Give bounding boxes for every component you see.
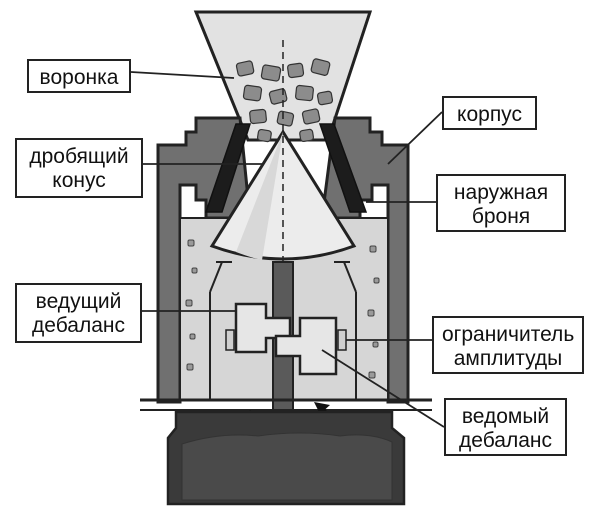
chamber-particles	[185, 239, 380, 379]
label-amplitude-limiter: ограничитель амплитуды	[432, 316, 584, 374]
limiter-pad-left	[225, 329, 235, 351]
leader-lines	[130, 71, 445, 428]
cone-shading	[236, 132, 283, 260]
limiter-pad-right	[337, 329, 347, 351]
crushed-pile	[181, 432, 393, 501]
label-drive-unbalance: ведущий дебаланс	[15, 283, 142, 343]
funnel-rocks	[235, 58, 334, 143]
label-housing: корпус	[442, 96, 537, 130]
driven-unbalance-shape	[274, 316, 338, 376]
outer-armor-left	[204, 123, 252, 213]
label-crushing-cone: дробящий конус	[15, 138, 143, 198]
label-driven-unbalance: ведомый дебаланс	[444, 398, 567, 456]
label-outer-armor: наружная броня	[436, 174, 566, 232]
outer-armor-right	[318, 123, 368, 213]
label-funnel: воронка	[27, 59, 131, 93]
rotation-arrowhead-right	[314, 402, 330, 414]
cone-supports	[209, 261, 357, 400]
